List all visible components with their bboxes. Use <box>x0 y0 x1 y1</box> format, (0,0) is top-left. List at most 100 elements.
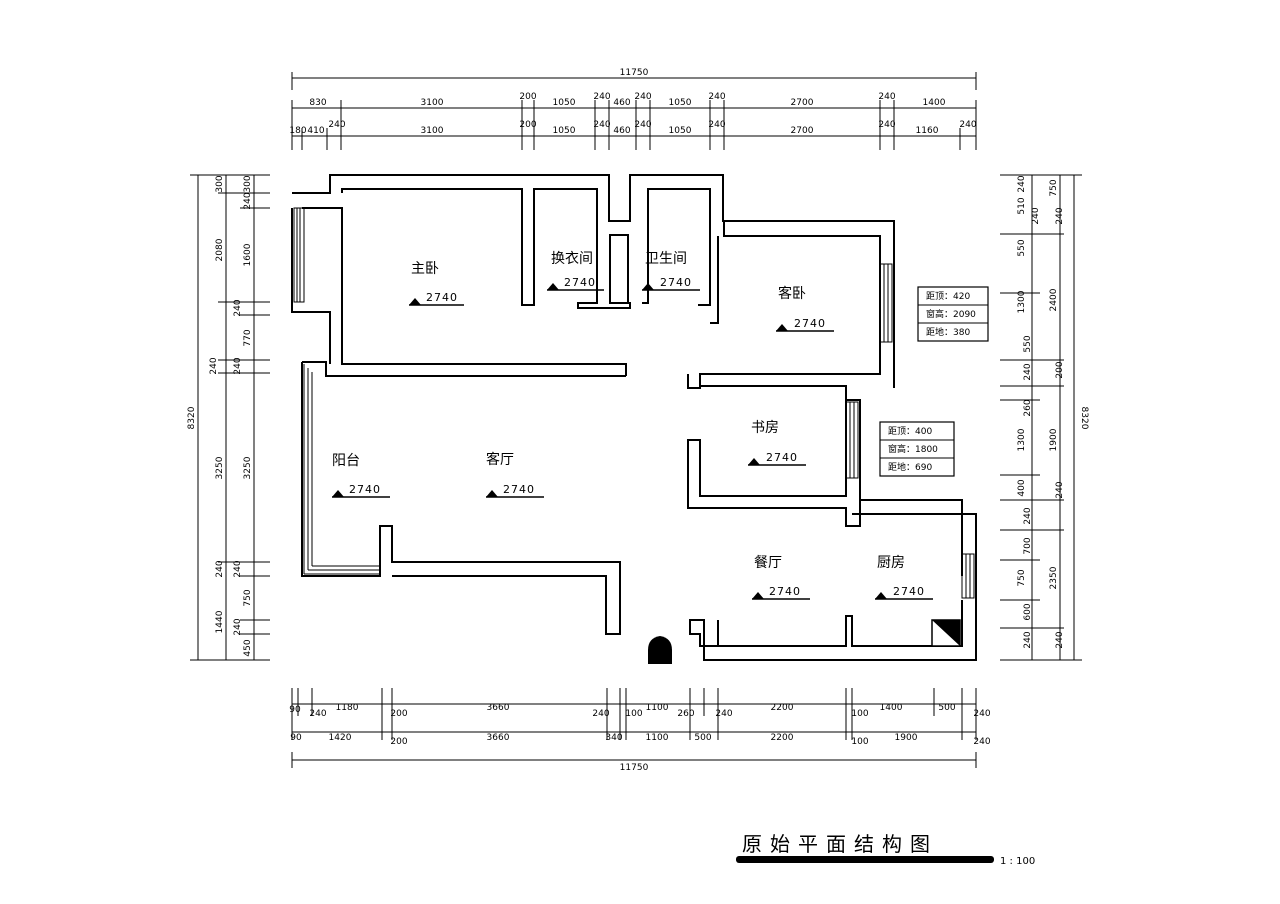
dim-label: 1180 <box>336 703 359 713</box>
dim-label: 1300 <box>1017 290 1027 313</box>
dim-label: 240 <box>233 357 243 374</box>
dim-label: 400 <box>1017 479 1027 496</box>
dim-label: 770 <box>243 329 253 346</box>
dining-wall <box>689 513 977 661</box>
dim-total-height-left: 8320 <box>187 406 197 429</box>
elevation-marker: 2740 <box>547 276 604 291</box>
elevation-value: 2740 <box>426 291 458 304</box>
entrance-icon <box>648 636 672 664</box>
elevation-marker: 2740 <box>875 585 933 600</box>
dim-label: 1440 <box>215 610 225 633</box>
dim-label: 100 <box>625 709 642 719</box>
dim-label: 90 <box>289 705 301 715</box>
window-info-bottom: 距地：380 <box>926 326 970 338</box>
dim-label: 100 <box>851 737 868 747</box>
dim-label: 3660 <box>487 733 510 743</box>
room-master-bedroom: 主卧 <box>411 261 439 277</box>
room-kitchen: 厨房 <box>877 555 905 571</box>
study-right <box>846 399 861 500</box>
dim-label: 2200 <box>771 703 794 713</box>
dim-total-width-top: 11750 <box>620 68 649 78</box>
dim-label: 340 <box>605 733 622 743</box>
window-info-box-2: 距顶：400 窗高：1800 距地：690 <box>879 421 955 477</box>
dim-label: 260 <box>1023 399 1033 416</box>
dim-label: 240 <box>1023 507 1033 524</box>
dim-label: 500 <box>694 733 711 743</box>
title-block: 原始平面结构图 1 : 100 <box>736 832 1035 867</box>
dim-label: 240 <box>209 357 219 374</box>
elevation-value: 2740 <box>564 276 596 289</box>
dim-label: 300 <box>243 175 253 192</box>
balcony-outer <box>302 361 626 377</box>
inner-wall-line <box>302 207 627 376</box>
dim-label: 240 <box>708 92 725 102</box>
window-info-top: 距顶：420 <box>926 291 970 302</box>
dim-label: 750 <box>1049 179 1059 196</box>
dim-label: 1050 <box>553 98 576 108</box>
dim-label: 1400 <box>880 703 903 713</box>
dim-label: 100 <box>851 709 868 719</box>
elevation-value: 2740 <box>769 585 801 598</box>
dim-total-width-bottom: 11750 <box>620 763 649 773</box>
dim-label: 240 <box>634 120 651 130</box>
dim-label: 460 <box>613 98 630 108</box>
dim-label: 750 <box>1017 569 1027 586</box>
dim-label: 240 <box>1031 207 1041 224</box>
dim-label: 1100 <box>646 703 669 713</box>
elevation-value: 2740 <box>893 585 925 598</box>
dim-label: 240 <box>878 92 895 102</box>
walls <box>291 174 977 661</box>
dim-label: 240 <box>243 192 253 209</box>
dim-label: 240 <box>878 120 895 130</box>
dim-label: 2700 <box>791 98 814 108</box>
dim-label: 600 <box>1023 603 1033 620</box>
dim-label: 200 <box>390 709 407 719</box>
dim-label: 200 <box>1055 361 1065 378</box>
flue-icon <box>931 619 961 647</box>
master-bedroom-wall <box>341 188 631 309</box>
bath-wall <box>642 188 711 306</box>
room-study: 书房 <box>751 420 779 436</box>
dim-label: 240 <box>1055 207 1065 224</box>
guest-wall <box>687 221 881 389</box>
window-balcony-left <box>303 364 380 575</box>
elevation-value: 2740 <box>660 276 692 289</box>
room-labels: 主卧 换衣间 卫生间 客卧 书房 阳台 客厅 餐厅 厨房 <box>332 250 905 571</box>
elevation-value: 2740 <box>503 483 535 496</box>
dim-label: 2350 <box>1049 566 1059 589</box>
dim-label: 1050 <box>669 98 692 108</box>
dim-label: 700 <box>1023 537 1033 554</box>
elevation-value: 2740 <box>349 483 381 496</box>
dim-total-height-right: 8320 <box>1079 407 1089 430</box>
dim-label: 240 <box>215 560 225 577</box>
room-walk-in-closet: 换衣间 <box>551 250 593 267</box>
balcony-frame <box>301 362 621 635</box>
drawing-scale: 1 : 100 <box>1000 856 1035 867</box>
elevation-marker: 2740 <box>642 276 700 291</box>
elevation-marker: 2740 <box>748 451 806 466</box>
bottom-dimensions <box>291 688 977 768</box>
dim-label: 1100 <box>646 733 669 743</box>
dim-label: 200 <box>390 737 407 747</box>
dim-label: 1600 <box>243 243 253 266</box>
room-living-room: 客厅 <box>486 451 514 468</box>
window-info-height: 窗高：1800 <box>888 443 938 455</box>
elevation-markers: 2740 2740 2740 2740 2740 2740 2740 2740 <box>332 276 933 600</box>
window-master-left <box>293 207 305 303</box>
dim-label: 240 <box>1017 175 1027 192</box>
dim-label: 240 <box>233 299 243 316</box>
dim-label: 830 <box>309 98 326 108</box>
dim-label: 1900 <box>1049 428 1059 451</box>
window-info-box-1: 距顶：420 窗高：2090 距地：380 <box>917 286 989 342</box>
dim-label: 2200 <box>771 733 794 743</box>
window-info-height: 窗高：2090 <box>926 308 976 320</box>
dim-label: 1300 <box>1017 428 1027 451</box>
balcony-wall <box>291 208 331 364</box>
dim-label: 240 <box>593 92 610 102</box>
dim-label: 240 <box>634 92 651 102</box>
elevation-marker: 2740 <box>409 291 464 306</box>
right-dimensions <box>1000 174 1082 661</box>
dim-label: 1420 <box>329 733 352 743</box>
elevation-marker: 2740 <box>332 483 390 498</box>
dim-label: 500 <box>938 703 955 713</box>
